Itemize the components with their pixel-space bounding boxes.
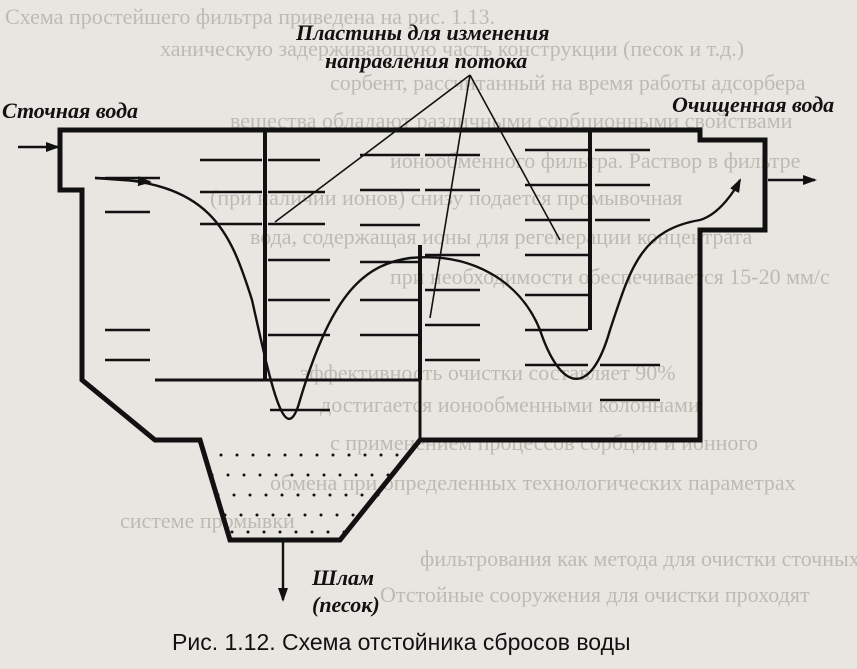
sludge-dot — [274, 473, 278, 477]
sludge-label: (песок) — [312, 592, 380, 617]
ghost-line: ионообменного фильтра. Раствор в фильтре — [390, 148, 800, 173]
sludge-dot — [347, 453, 351, 457]
figure-caption: Рис. 1.12. Схема отстойника сбросов воды — [172, 629, 631, 655]
sludge-dot — [319, 513, 323, 517]
sludge-dot — [338, 473, 342, 477]
sludge-dot — [331, 453, 335, 457]
sludge-dot — [262, 530, 266, 534]
sludge-dot — [248, 493, 252, 497]
sludge-dot — [216, 493, 220, 497]
ghost-line: при необходимости обеспечивается 15-20 м… — [390, 264, 830, 289]
sludge-dot — [246, 530, 250, 534]
sludge-dot — [306, 473, 310, 477]
ghost-line: сорбент, рассчитанный на время работы ад… — [330, 70, 806, 95]
flow-start-arrow — [94, 176, 152, 187]
sludge-dot — [376, 493, 380, 497]
sludge-dot — [267, 453, 271, 457]
sludge-dot — [203, 453, 207, 457]
sludge-dot — [226, 473, 230, 477]
ghost-line: обмена при определенных технологических … — [270, 470, 796, 495]
sludge-dot — [360, 493, 364, 497]
sludge-dot — [303, 513, 307, 517]
sludge-dot — [294, 530, 298, 534]
sludge-dot — [264, 493, 268, 497]
sludge-dot — [210, 473, 214, 477]
sludge-dot — [283, 453, 287, 457]
sludge-dot — [386, 473, 390, 477]
outflow-label: Очищенная вода — [672, 92, 834, 117]
sludge-dot — [230, 530, 234, 534]
sludge-dot — [335, 513, 339, 517]
sludge-dot — [232, 493, 236, 497]
sludge-dot — [219, 453, 223, 457]
sludge-dot — [280, 493, 284, 497]
sludge-dot — [223, 513, 227, 517]
sludge-dot — [299, 453, 303, 457]
sludge-dot — [322, 473, 326, 477]
inflow-label: Сточная вода — [2, 98, 138, 123]
sludge-dot — [239, 513, 243, 517]
sludge-dot — [255, 513, 259, 517]
sludge-dot — [351, 513, 355, 517]
sludge-dot — [287, 513, 291, 517]
sludge-dot — [328, 493, 332, 497]
ghost-line: Схема простейшего фильтра приведена на р… — [5, 4, 495, 29]
sludge-particles — [203, 453, 399, 534]
leader-line — [469, 74, 561, 241]
plates-label: направления потока — [325, 48, 527, 73]
ghost-line: системе промывки — [120, 508, 295, 533]
ghost-line: фильтрования как метода для очистки сточ… — [420, 546, 857, 571]
sludge-dot — [310, 530, 314, 534]
sludge-dot — [315, 453, 319, 457]
sludge-dot — [370, 473, 374, 477]
ghost-line: Отстойные сооружения для очистки проходя… — [380, 582, 810, 607]
ghost-line: ханическую задерживающую часть конструкц… — [160, 36, 744, 61]
sludge-dot — [242, 473, 246, 477]
ghost-line: достигается ионообменными колоннами — [320, 392, 700, 417]
sludge-dot — [379, 453, 383, 457]
sludge-dot — [395, 453, 399, 457]
sludge-dot — [342, 530, 346, 534]
sludge-dot — [344, 493, 348, 497]
sludge-dot — [326, 530, 330, 534]
sludge-dot — [363, 453, 367, 457]
sludge-dot — [278, 530, 282, 534]
leader-line — [429, 74, 471, 319]
ghost-line: вода, содержащая ионы для регенерации ко… — [250, 224, 753, 249]
sludge-dot — [235, 453, 239, 457]
sludge-dot — [354, 473, 358, 477]
plates-label: Пластины для изменения — [295, 20, 549, 45]
sludge-label: Шлам — [311, 565, 374, 590]
leader-line — [274, 74, 471, 223]
sludge-dot — [251, 453, 255, 457]
plates-leader-lines — [274, 74, 561, 319]
deflector-plates — [105, 148, 660, 412]
sludge-dot — [290, 473, 294, 477]
sludge-dot — [296, 493, 300, 497]
sludge-dot — [271, 513, 275, 517]
flow-path — [94, 176, 742, 420]
sludge-dot — [312, 493, 316, 497]
background-bleed-text: Схема простейшего фильтра приведена на р… — [5, 4, 857, 607]
sludge-dot — [258, 473, 262, 477]
